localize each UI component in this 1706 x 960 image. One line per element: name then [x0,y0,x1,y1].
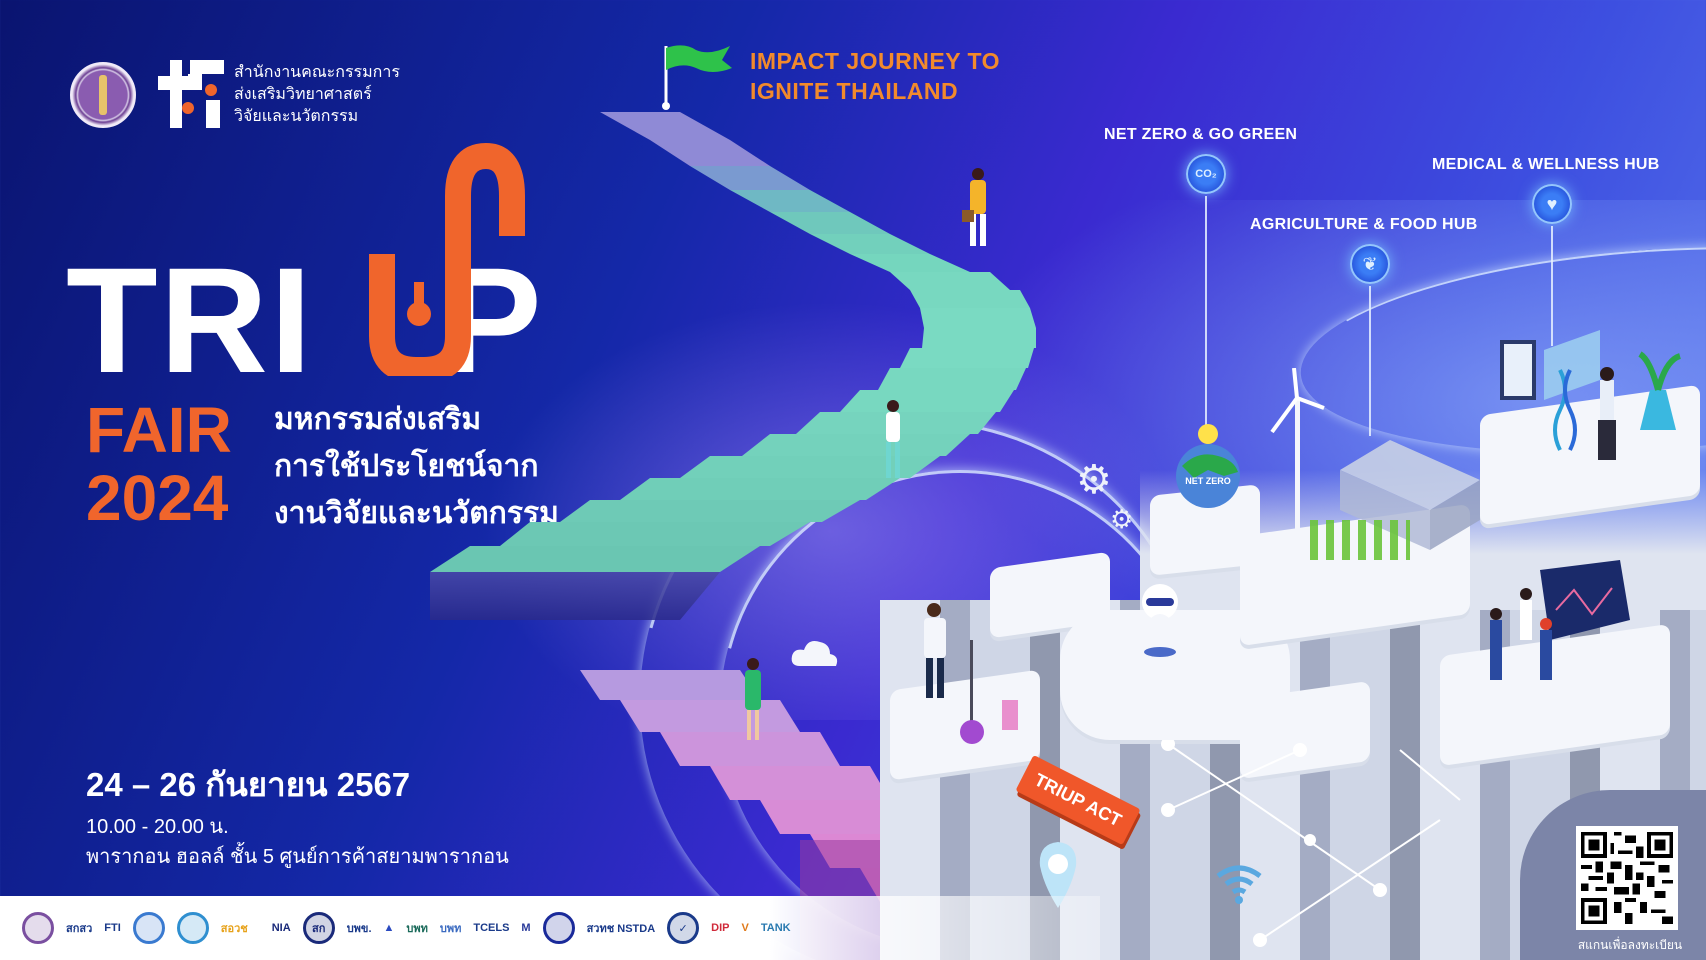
agency-name-line: วิจัยและนวัตกรรม [234,108,359,125]
sponsor-logo [176,912,209,944]
agency-name: สำนักงานคณะกรรมการ ส่งเสริมวิทยาศาสตร์ ว… [234,62,400,128]
sponsor-logo: บพข. [346,923,372,935]
net-zero-globe-icon: NET ZERO [1176,424,1240,508]
team-meeting-icon [1490,560,1630,680]
orange-u-keyhole-icon [369,142,525,376]
location-pin-icon [1039,842,1077,908]
gear-icon: ⚙ [1076,458,1112,502]
green-flag-icon [662,45,732,110]
hub-connector-line [1369,286,1371,436]
gear-icon: ⚙ [1110,504,1134,534]
brand-left: TRI [66,236,314,404]
hub-label-agriculture: AGRICULTURE & FOOD HUB [1250,216,1478,233]
event-date: 24 – 26 กันยายน 2567 [86,766,411,803]
agency-name-line: ส่งเสริมวิทยาศาสตร์ [234,86,372,103]
sponsor-logo: ▲ [383,922,395,934]
hub-connector-line [1551,226,1553,346]
person-green-dress-icon [745,658,761,740]
tagline-line: IGNITE THAILAND [750,78,959,104]
sponsor-logo: DIP [711,922,730,934]
agency-name-line: สำนักงานคณะกรรมการ [234,64,400,81]
person-reading-icon [886,400,900,478]
fair-label: FAIR [86,394,232,466]
sponsor-logo: FTI [104,922,121,934]
tagline: IMPACT JOURNEY TO IGNITE THAILAND [750,46,1000,106]
hub-label-medical: MEDICAL & WELLNESS HUB [1432,156,1660,173]
sponsor-logo: บพท [439,923,462,935]
globe-label: NET ZERO [1185,476,1231,486]
hub-label-net-zero: NET ZERO & GO GREEN [1104,126,1298,143]
sponsor-logo [22,912,54,944]
heart-hands-icon: ♥ [1532,184,1572,224]
event-time: 10.00 - 20.00 น. [86,816,229,838]
plant-rows [1310,520,1410,560]
ministry-seal-logo [70,62,136,128]
robot-icon [1142,584,1178,657]
sponsor-logo-strip: สกสว FTI สอวช NIA สก บพข. ▲ บพท บพท TCELS M สวทช NS… [0,896,1100,960]
subtitle-line: งานวิจัยและนวัตกรรม [274,497,559,530]
sponsor-logo: บพท [406,923,428,935]
sponsor-logo: ✓ [667,912,700,944]
tagline-line: IMPACT JOURNEY TO [750,48,1001,74]
sponsor-logo: สวทช NSTDA [586,923,656,935]
subtitle-line: มหกรรมส่งเสริม [274,403,482,436]
sponsor-logo: TCELS [473,922,510,934]
wind-turbine-icon [1270,368,1325,538]
sponsor-logo: สกสว [66,923,93,935]
sponsor-logo: สก [302,912,335,944]
staircase-illustration [430,112,1036,620]
co2-cloud-icon: CO₂ [1186,154,1226,194]
sponsor-logo [542,912,575,944]
sponsor-logo: NIA [271,922,291,934]
plant-cycle-icon: ❦ [1350,244,1390,284]
sponsor-logo [132,912,165,944]
sponsor-logo: V [741,922,749,934]
year-label: 2024 [86,462,229,534]
qr-caption: สแกนเพื่อลงทะเบียน [1577,938,1683,952]
thai-subtitle: มหกรรมส่งเสริม การใช้ประโยชน์จาก งานวิจั… [274,396,559,537]
subtitle-line: การใช้ประโยชน์จาก [274,450,539,483]
cloud-icon [791,641,838,666]
lab-scientist-icon [924,603,1018,744]
person-climbing-icon [962,168,986,246]
network-lines-decoration [1161,740,1461,947]
wifi-icon [1216,865,1262,904]
sponsor-logo: M [521,922,531,934]
registration-qr-code[interactable] [1576,826,1678,930]
event-venue: พารากอน ฮอลล์ ชั้น 5 ศูนย์การค้าสยามพารา… [86,846,509,868]
sponsor-logo: สอวช [220,923,248,935]
fair-year: FAIR 2024 [86,396,232,532]
sponsor-logo: TANK [760,922,791,934]
tsri-logo [158,60,224,128]
hub-connector-line [1205,196,1207,426]
medical-lab-icon [1500,330,1682,460]
